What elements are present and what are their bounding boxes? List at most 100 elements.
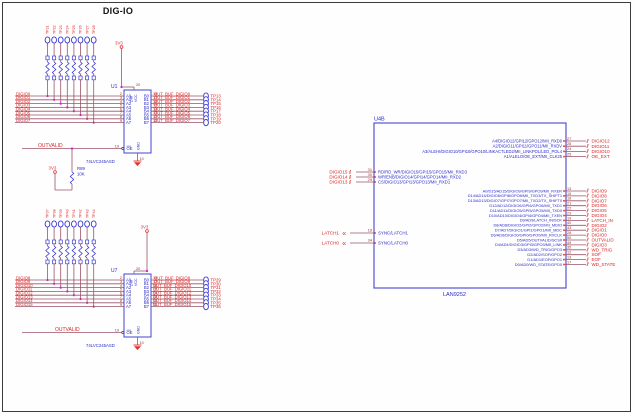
power-net-label: 3V3 bbox=[49, 166, 57, 171]
net-label: DIGIO1 bbox=[16, 95, 31, 100]
component-box-icon bbox=[52, 239, 57, 245]
net-label: DIGIO8 bbox=[592, 193, 608, 198]
pin-number: 12 bbox=[567, 251, 571, 255]
testpoint-icon bbox=[90, 36, 97, 44]
net-label: DIGIO5 bbox=[16, 110, 31, 115]
testpoint-label: TP15 bbox=[211, 101, 222, 106]
resistor-icon bbox=[71, 61, 77, 75]
testpoint-label: TP21 bbox=[46, 25, 50, 34]
resistor-icon bbox=[84, 61, 90, 75]
net-label: DIGIO1 bbox=[592, 228, 608, 233]
net-label: SOF bbox=[592, 252, 602, 257]
testpoint-label: TP22 bbox=[52, 25, 56, 34]
pin-dot bbox=[374, 171, 376, 173]
testpoint-icon bbox=[71, 36, 77, 44]
net-label: DIGIO14 bbox=[329, 175, 348, 180]
testpoint-label: TP42 bbox=[79, 209, 83, 218]
pin-name: B5 bbox=[144, 296, 150, 301]
net-label: DIGIO6 bbox=[16, 114, 31, 119]
pin-dot bbox=[563, 209, 565, 212]
component-box-icon bbox=[78, 259, 83, 265]
net-label: OUT_BUF_DIGIO13 bbox=[153, 294, 192, 299]
pin-number: 19 bbox=[115, 144, 119, 148]
pin-name: D1/AD1/EOF/GPO1 bbox=[527, 257, 562, 262]
component-box-icon bbox=[71, 259, 76, 265]
bus-entry-icon: // bbox=[587, 154, 590, 160]
component-box-icon bbox=[45, 259, 50, 265]
pin-name: OE bbox=[127, 146, 133, 151]
pin-name: D3/AD3/WD_TRIG/GPO3 bbox=[517, 247, 562, 252]
component-box-icon bbox=[78, 75, 83, 81]
pin-number: 23 bbox=[567, 211, 571, 215]
component-box-icon bbox=[58, 75, 63, 81]
pin-name: B3 bbox=[144, 289, 150, 294]
testpoint-label: TP27 bbox=[85, 25, 89, 34]
net-label: DIGIO11 bbox=[16, 287, 33, 292]
pin-number: 4 bbox=[120, 100, 122, 104]
pin-number: 14 bbox=[153, 291, 157, 295]
pin-name: D4/AD4/DIGIO3/GPI3/GPO3/MII_LINK bbox=[495, 242, 562, 247]
net-label: OUT_BUF_DIGIO10 bbox=[153, 283, 192, 288]
pin-name: VCC bbox=[134, 94, 138, 102]
pin-number: 13 bbox=[567, 187, 571, 191]
pin-dot bbox=[563, 219, 565, 222]
pin-name: A1 bbox=[126, 281, 132, 286]
component-box-icon bbox=[58, 55, 63, 61]
net-label: DIGIO15 bbox=[329, 170, 348, 175]
pin-number: 9 bbox=[120, 303, 122, 307]
resistor-icon bbox=[51, 61, 57, 75]
net-label: OUT_BUF_DIGIO8 bbox=[154, 275, 191, 280]
power-symbol-icon bbox=[145, 229, 149, 233]
pin-name: B7 bbox=[144, 304, 150, 309]
net-label: OUT_BUF_DIGIO15 bbox=[153, 302, 192, 307]
component-box-icon bbox=[52, 55, 57, 61]
component-box-icon bbox=[85, 75, 90, 81]
pin-name: GND bbox=[136, 326, 140, 334]
testpoint-icon bbox=[64, 220, 71, 228]
pin-number: 6 bbox=[120, 107, 122, 111]
pin-dot bbox=[563, 249, 565, 251]
net-label: DIGIO12 bbox=[16, 291, 33, 296]
bus-entry-icon: // bbox=[349, 180, 352, 186]
testpoint-label: TP30 bbox=[211, 281, 222, 286]
component-box-icon bbox=[71, 239, 76, 245]
pin-number: 20 bbox=[136, 83, 140, 87]
resistor-icon bbox=[71, 245, 77, 259]
testpoint-label: TP29 bbox=[211, 278, 222, 283]
net-label: OUT_BUF_DIGIO7 bbox=[154, 118, 191, 123]
resistor-icon bbox=[91, 61, 97, 75]
pin-name: A2 bbox=[126, 101, 132, 106]
resistor-icon bbox=[78, 245, 83, 259]
net-label: LATCH1 bbox=[322, 231, 340, 236]
pin-name: SYNC/LATCH0 bbox=[378, 241, 408, 246]
resistor-icon bbox=[78, 61, 83, 75]
pin-dot bbox=[563, 145, 565, 147]
component-box-icon bbox=[65, 55, 70, 61]
pin-number: 28 bbox=[567, 231, 571, 235]
testpoint-label: TP37 bbox=[46, 209, 50, 218]
pin-number: 15 bbox=[153, 288, 157, 292]
junction-dot bbox=[120, 85, 123, 89]
pin-dot bbox=[563, 258, 565, 261]
pin-name: A3 bbox=[126, 105, 132, 110]
component-box-icon bbox=[85, 55, 90, 61]
power-symbol-icon bbox=[53, 170, 57, 174]
pin-name: B7 bbox=[144, 120, 150, 125]
resistor-icon bbox=[58, 61, 64, 75]
pin-name: A0/D15/AD15/DIGIO9/GPI9/GPO9/MII_RXER bbox=[483, 188, 563, 193]
pin-number: 12 bbox=[153, 115, 157, 119]
pin-dot bbox=[563, 244, 565, 246]
pin-name: CS/DIGIO13/GPI13/GPO13/MII_RXD1 bbox=[378, 179, 451, 184]
junction-dot bbox=[70, 147, 74, 150]
component-box-icon bbox=[78, 55, 83, 61]
testpoint-icon bbox=[64, 36, 71, 44]
pin-name: VCC bbox=[134, 278, 138, 286]
pin-name: A4 bbox=[126, 293, 132, 298]
net-label: OUT_BUF_DIGIO1 bbox=[154, 95, 191, 100]
pin-number: 2 bbox=[120, 276, 122, 280]
testpoint-icon bbox=[77, 36, 84, 44]
pin-name: D12/AD12/DIGIO6/GPI6/GPO6/MII_TXD1 bbox=[489, 203, 562, 208]
testpoint-label: TP36 bbox=[211, 304, 222, 309]
testpoint-label: TP38 bbox=[52, 209, 56, 218]
